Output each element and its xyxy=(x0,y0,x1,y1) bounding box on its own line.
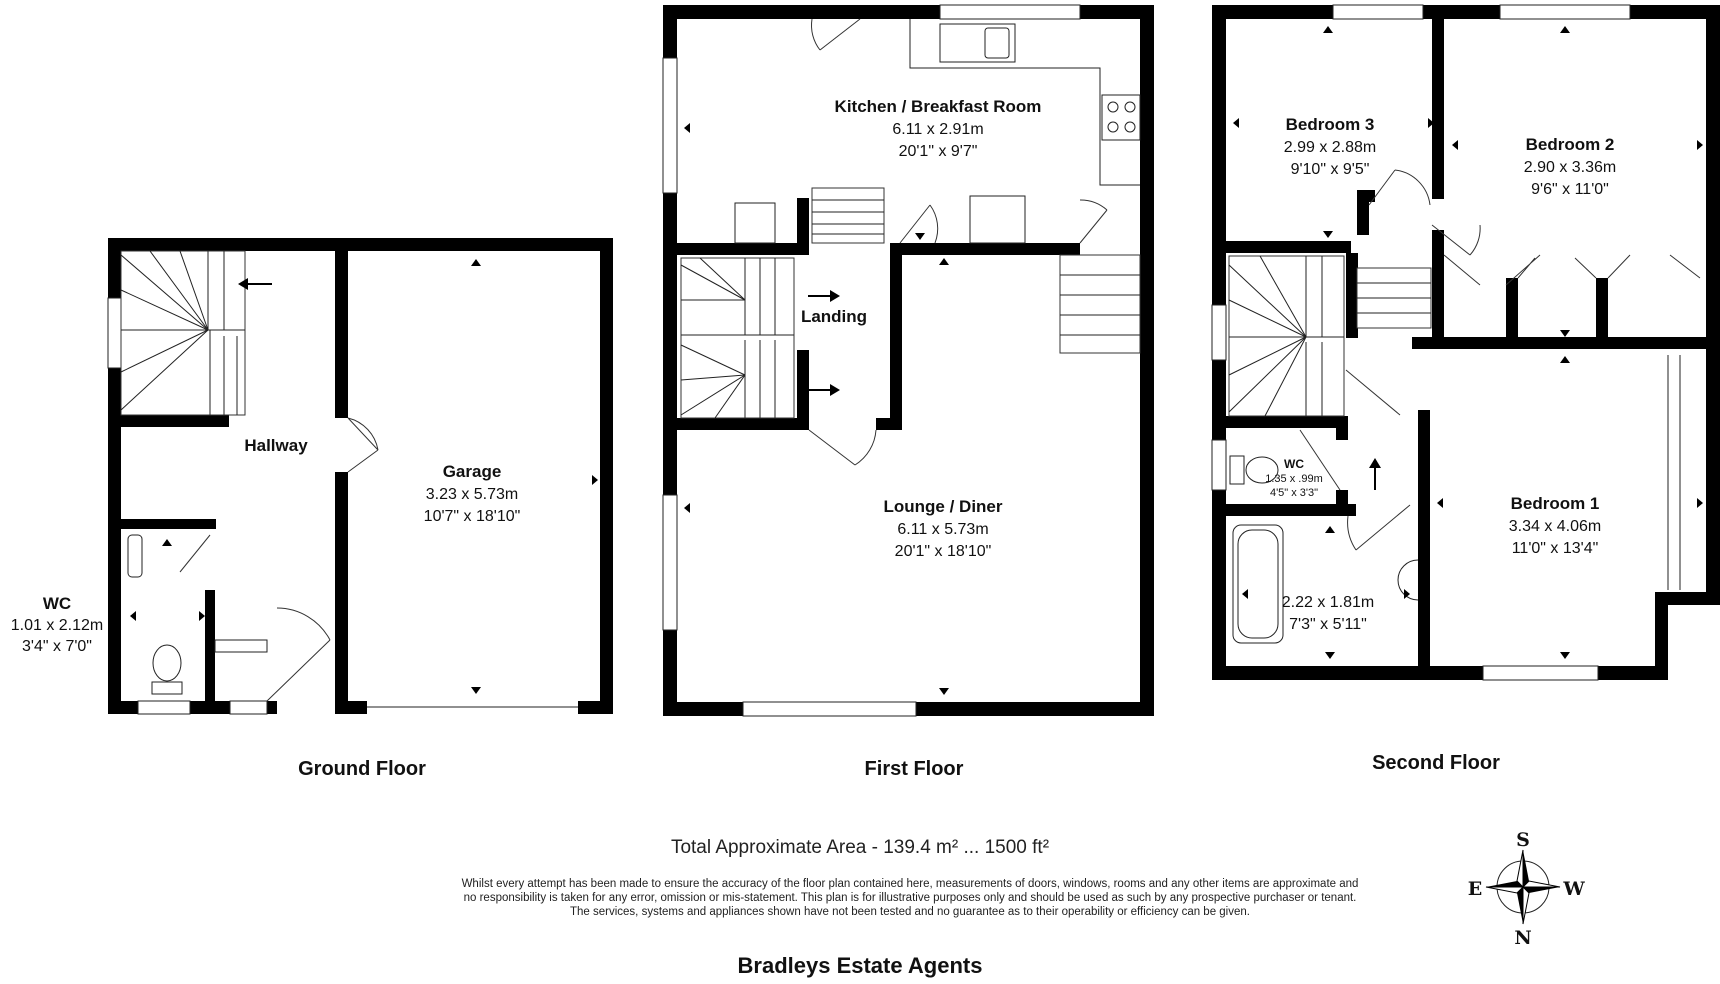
bathroom-metric: 2.22 x 1.81m xyxy=(1282,594,1375,611)
compass-top-letter: S xyxy=(1516,829,1530,851)
garage-metric: 3.23 x 5.73m xyxy=(426,486,519,503)
bedroom2-imperial: 9'6" x 11'0" xyxy=(1531,181,1609,198)
ground-floor-label: Ground Floor xyxy=(298,758,426,780)
second-floor-labels: Bedroom 3 2.99 x 2.88m 9'10" x 9'5" Bedr… xyxy=(1265,115,1616,774)
bathroom-imperial: 7'3" x 5'11" xyxy=(1289,616,1367,633)
garage-imperial: 10'7" x 18'10" xyxy=(424,508,521,525)
second-floor-plan xyxy=(1211,4,1720,681)
first-floor-labels: Kitchen / Breakfast Room 6.11 x 2.91m 20… xyxy=(801,97,1042,780)
total-approximate-area: Total Approximate Area - 139.4 m² ... 15… xyxy=(670,837,1050,858)
compass-left-letter: E xyxy=(1468,878,1482,900)
second-floor-label: Second Floor xyxy=(1372,752,1500,774)
compass-rose: S N E W xyxy=(1468,829,1586,949)
wc-ground-imperial: 3'4" x 7'0" xyxy=(22,638,92,655)
ground-floor-labels: Hallway Garage 3.23 x 5.73m 10'7" x 18'1… xyxy=(11,436,521,780)
hallway-name: Hallway xyxy=(244,436,308,455)
wc-ground-metric: 1.01 x 2.12m xyxy=(11,617,104,634)
disclaimer-line: Whilst every attempt has been made to en… xyxy=(461,878,1359,890)
bedroom1-metric: 3.34 x 4.06m xyxy=(1509,518,1602,535)
first-floor-plan xyxy=(662,4,1154,717)
wc-second-metric: 1.35 x .99m xyxy=(1265,473,1322,485)
first-floor-label: First Floor xyxy=(865,758,964,780)
disclaimer-line: no responsibility is taken for any error… xyxy=(463,892,1357,904)
wc-ground-name: WC xyxy=(43,594,71,613)
agent-name: Bradleys Estate Agents xyxy=(737,953,983,978)
kitchen-name: Kitchen / Breakfast Room xyxy=(835,97,1042,116)
compass-bottom-letter: N xyxy=(1514,927,1531,949)
lounge-metric: 6.11 x 5.73m xyxy=(897,521,988,538)
landing-name: Landing xyxy=(801,307,867,326)
bedroom1-imperial: 11'0" x 13'4" xyxy=(1512,540,1599,557)
wc-second-name: WC xyxy=(1284,457,1304,471)
bedroom2-metric: 2.90 x 3.36m xyxy=(1524,159,1617,176)
bedroom3-metric: 2.99 x 2.88m xyxy=(1284,139,1377,156)
bedroom1-name: Bedroom 1 xyxy=(1511,494,1600,513)
ground-floor-plan xyxy=(107,238,613,715)
disclaimer: Whilst every attempt has been made to en… xyxy=(330,877,1490,919)
garage-name: Garage xyxy=(443,462,502,481)
lounge-name: Lounge / Diner xyxy=(884,497,1003,516)
bedroom2-name: Bedroom 2 xyxy=(1526,135,1615,154)
wc-second-imperial: 4'5" x 3'3" xyxy=(1270,487,1318,499)
disclaimer-line: The services, systems and appliances sho… xyxy=(570,906,1250,918)
bedroom3-name: Bedroom 3 xyxy=(1286,115,1375,134)
kitchen-metric: 6.11 x 2.91m xyxy=(892,121,983,138)
kitchen-imperial: 20'1" x 9'7" xyxy=(899,143,978,160)
bedroom3-imperial: 9'10" x 9'5" xyxy=(1291,161,1370,178)
compass-right-letter: W xyxy=(1562,878,1585,900)
lounge-imperial: 20'1" x 18'10" xyxy=(895,543,992,560)
